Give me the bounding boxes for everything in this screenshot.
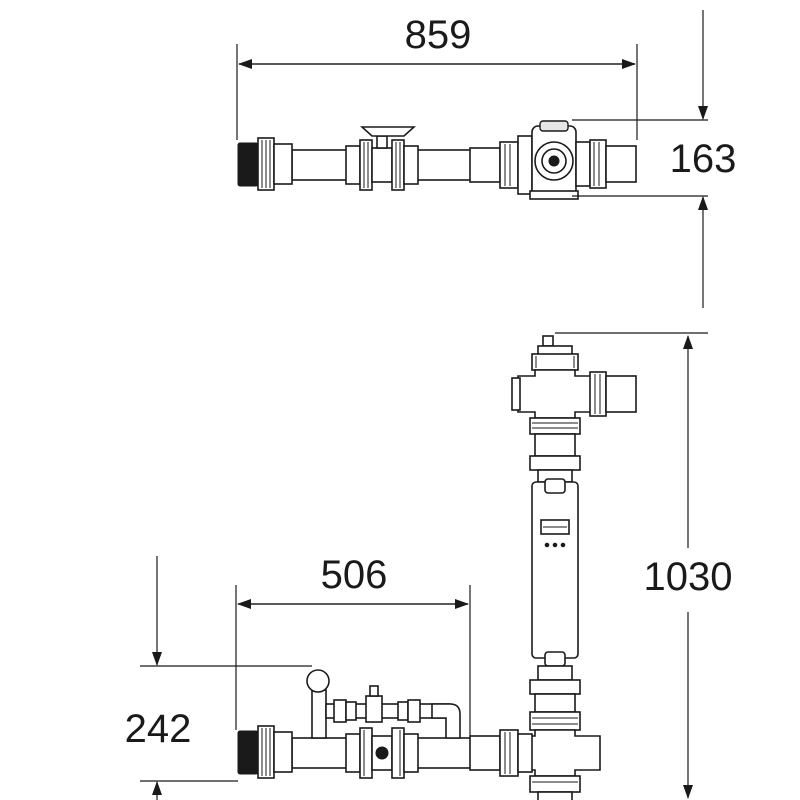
bypass-line [306,669,461,739]
dimension-label-163: 163 [670,137,737,181]
top-right-fittings [469,120,637,200]
dimension-859: 859 [236,13,638,140]
dimension-163: 163 [572,10,736,308]
dimension-506: 506 [235,553,471,736]
dimension-label-1030: 1030 [644,555,733,599]
top-ball-valve [345,126,419,191]
top-left-union [237,137,293,191]
dimension-label-506: 506 [321,553,388,597]
dimension-label-859: 859 [405,13,472,57]
top-pipe-assembly [237,120,637,200]
dimension-242: 242 [125,556,312,800]
bottom-pipe-assembly [237,669,533,779]
vertical-assembly [511,335,637,800]
dimension-label-242: 242 [125,707,192,751]
dimension-1030: 1030 [555,332,733,799]
